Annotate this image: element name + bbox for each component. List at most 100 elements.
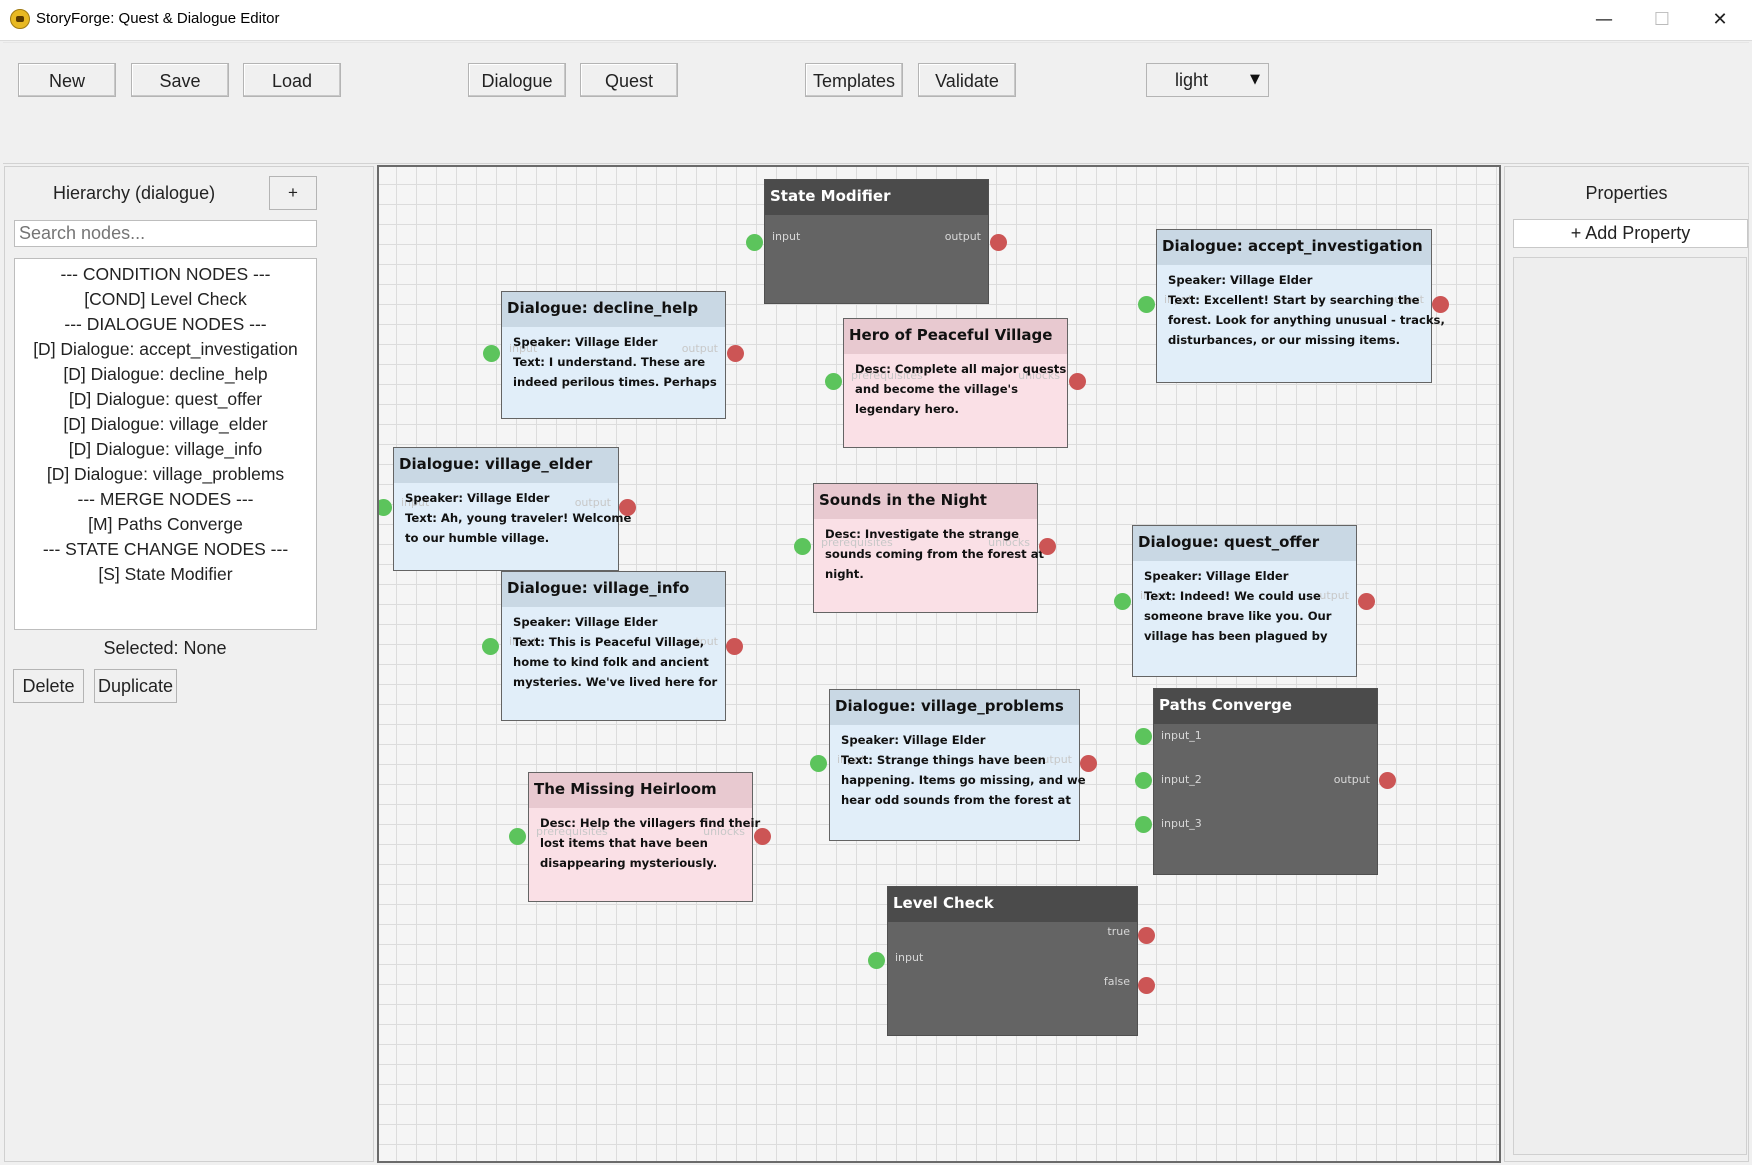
- output-port[interactable]: [726, 638, 743, 655]
- properties-list[interactable]: [1513, 257, 1747, 1155]
- output-port[interactable]: [1379, 772, 1396, 789]
- node-dialogue-decline-help[interactable]: Dialogue: decline_help input output Spea…: [501, 291, 726, 419]
- node-condition-level-check[interactable]: Level Check input true false: [887, 886, 1138, 1036]
- search-input[interactable]: [14, 220, 317, 247]
- output-port[interactable]: [1039, 538, 1056, 555]
- node-canvas[interactable]: State Modifier input output Dialogue: de…: [377, 165, 1501, 1163]
- output-port[interactable]: [754, 828, 771, 845]
- port-label: input: [772, 230, 801, 243]
- port-label: prerequisites: [536, 825, 608, 838]
- tree-section-header: --- DIALOGUE NODES ---: [64, 314, 267, 334]
- input-port[interactable]: [746, 234, 763, 251]
- dialogue-mode-button[interactable]: Dialogue: [468, 63, 566, 97]
- tree-item-accept-investigation[interactable]: [D] Dialogue: accept_investigation: [33, 339, 298, 359]
- save-button[interactable]: Save: [131, 63, 229, 97]
- port-label: input_2: [1161, 773, 1202, 786]
- duplicate-button[interactable]: Duplicate: [94, 669, 177, 703]
- node-dialogue-village-problems[interactable]: Dialogue: village_problems input output …: [829, 689, 1086, 841]
- node-title: Hero of Peaceful Village: [844, 319, 1067, 354]
- port-label: unlocks: [703, 825, 745, 838]
- templates-button[interactable]: Templates: [805, 63, 903, 97]
- properties-panel: Properties + Add Property: [1504, 166, 1749, 1162]
- port-label: input_1: [1161, 729, 1202, 742]
- node-quest-the-missing-heirloom[interactable]: The Missing Heirloom prerequisites unloc…: [528, 772, 760, 902]
- add-property-button[interactable]: + Add Property: [1513, 219, 1748, 248]
- validate-button[interactable]: Validate: [918, 63, 1016, 97]
- tree-section-header: --- CONDITION NODES ---: [60, 264, 271, 284]
- output-port[interactable]: [990, 234, 1007, 251]
- node-body: Speaker: Village Elder Text: I understan…: [513, 335, 717, 389]
- theme-select-value: light: [1175, 70, 1209, 90]
- selection-status: Selected: None: [103, 638, 227, 658]
- properties-title: Properties: [1585, 183, 1668, 203]
- port-label: input: [895, 951, 924, 964]
- node-body: Speaker: Village Elder Text: Ah, young t…: [405, 491, 632, 545]
- tree-item-village-elder[interactable]: [D] Dialogue: village_elder: [63, 414, 268, 434]
- node-body: Speaker: Village Elder Text: This is Pea…: [513, 615, 718, 689]
- input-port[interactable]: [1135, 728, 1152, 745]
- input-port[interactable]: [379, 499, 392, 516]
- false-output-port[interactable]: [1138, 977, 1155, 994]
- output-port[interactable]: [1080, 755, 1097, 772]
- theme-select[interactable]: light ▼: [1146, 63, 1269, 97]
- new-button[interactable]: New: [18, 63, 116, 97]
- input-port[interactable]: [1135, 772, 1152, 789]
- node-title: Dialogue: quest_offer: [1133, 526, 1356, 561]
- window-title: StoryForge: Quest & Dialogue Editor: [36, 10, 280, 27]
- port-label: input: [509, 342, 538, 355]
- maximize-button[interactable]: ☐: [1653, 9, 1671, 30]
- node-title: Dialogue: village_elder: [394, 448, 618, 483]
- node-body: Speaker: Village Elder Text: Strange thi…: [841, 733, 1086, 807]
- input-port[interactable]: [825, 373, 842, 390]
- input-port[interactable]: [810, 755, 827, 772]
- tree-item-village-problems[interactable]: [D] Dialogue: village_problems: [46, 464, 285, 484]
- port-label: input: [401, 496, 430, 509]
- tree-item-quest-offer[interactable]: [D] Dialogue: quest_offer: [68, 389, 263, 409]
- node-title: Sounds in the Night: [814, 484, 1037, 519]
- tree-item-village-info[interactable]: [D] Dialogue: village_info: [68, 439, 263, 459]
- true-output-port[interactable]: [1138, 927, 1155, 944]
- node-dialogue-village-info[interactable]: Dialogue: village_info input output Spea…: [501, 571, 726, 721]
- tree-item-decline-help[interactable]: [D] Dialogue: decline_help: [63, 364, 268, 384]
- node-merge-paths-converge[interactable]: Paths Converge input_1 input_2 input_3 o…: [1153, 688, 1378, 875]
- tree-item-level-check[interactable]: [COND] Level Check: [84, 289, 247, 309]
- node-quest-hero-of-peaceful-village[interactable]: Hero of Peaceful Village prerequisites u…: [843, 318, 1068, 448]
- input-port[interactable]: [794, 538, 811, 555]
- minimize-button[interactable]: —: [1595, 9, 1613, 30]
- port-label: false: [1103, 975, 1130, 988]
- output-port[interactable]: [1432, 296, 1449, 313]
- port-label: input: [1164, 293, 1193, 306]
- load-button[interactable]: Load: [243, 63, 341, 97]
- port-label: output: [681, 635, 718, 648]
- node-state-modifier[interactable]: State Modifier input output: [764, 179, 989, 304]
- output-port[interactable]: [1069, 373, 1086, 390]
- node-title: Dialogue: accept_investigation: [1157, 230, 1431, 265]
- port-label: prerequisites: [851, 369, 923, 382]
- node-dialogue-quest-offer[interactable]: Dialogue: quest_offer input output Speak…: [1132, 525, 1357, 677]
- input-port[interactable]: [868, 952, 885, 969]
- node-quest-sounds-in-the-night[interactable]: Sounds in the Night prerequisites unlock…: [813, 483, 1044, 613]
- add-node-button[interactable]: +: [269, 176, 317, 210]
- input-port[interactable]: [482, 638, 499, 655]
- node-dialogue-accept-investigation[interactable]: Dialogue: accept_investigation input out…: [1156, 229, 1445, 383]
- input-port[interactable]: [509, 828, 526, 845]
- hierarchy-panel: Hierarchy (dialogue) + --- CONDITION NOD…: [4, 166, 374, 1162]
- port-label: output: [574, 496, 611, 509]
- port-label: output: [1387, 293, 1424, 306]
- output-port[interactable]: [727, 345, 744, 362]
- input-port[interactable]: [483, 345, 500, 362]
- tree-item-paths-converge[interactable]: [M] Paths Converge: [88, 514, 243, 534]
- input-port[interactable]: [1138, 296, 1155, 313]
- output-port[interactable]: [619, 499, 636, 516]
- tree-item-state-modifier[interactable]: [S] State Modifier: [98, 564, 233, 584]
- node-dialogue-village-elder[interactable]: Dialogue: village_elder input output Spe…: [393, 447, 631, 571]
- quest-mode-button[interactable]: Quest: [580, 63, 678, 97]
- node-tree[interactable]: --- CONDITION NODES --- [COND] Level Che…: [14, 258, 317, 630]
- close-button[interactable]: ✕: [1712, 9, 1728, 30]
- output-port[interactable]: [1358, 593, 1375, 610]
- title-bar: StoryForge: Quest & Dialogue Editor — ☐ …: [0, 0, 1752, 41]
- input-port[interactable]: [1135, 816, 1152, 833]
- delete-button[interactable]: Delete: [13, 669, 84, 703]
- port-label: prerequisites: [821, 536, 893, 549]
- input-port[interactable]: [1114, 593, 1131, 610]
